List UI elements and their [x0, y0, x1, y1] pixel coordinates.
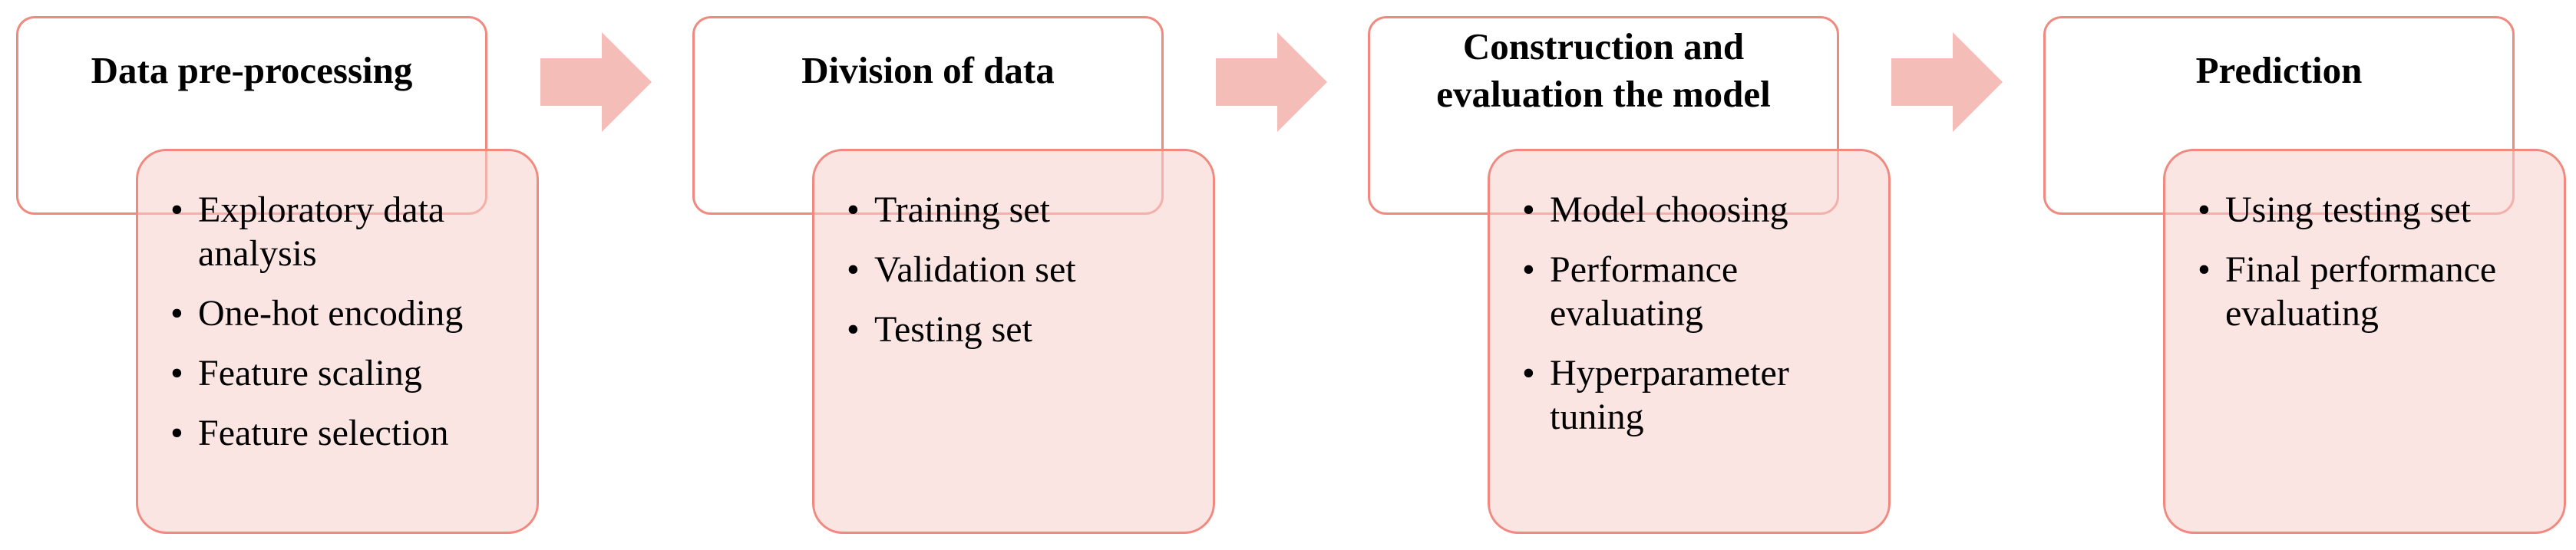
flow-arrow — [1891, 32, 2003, 132]
stage-detail-list: • Using testing set • Final performance eva… — [2196, 188, 2548, 351]
stage-detail-list: • Model choosing • Performance evaluating • H… — [1521, 188, 1873, 455]
stage-detail-box: • Using testing set • Final performance eva… — [2163, 149, 2566, 534]
list-item: • Final performance evaluating — [2196, 248, 2548, 335]
list-item-text: Training set — [874, 189, 1050, 230]
list-item: • Feature selection — [169, 411, 521, 455]
bullet-icon: • — [2198, 189, 2211, 230]
bullet-icon: • — [170, 189, 183, 230]
bullet-icon: • — [847, 249, 860, 290]
bullet-icon: • — [847, 189, 860, 230]
list-item-text: Testing set — [874, 309, 1032, 350]
list-item: • Testing set — [845, 308, 1197, 351]
list-item-text: Final performance evaluating — [2225, 249, 2497, 334]
bullet-icon: • — [170, 293, 183, 334]
list-item-text: Feature scaling — [198, 353, 422, 394]
list-item: • Performance evaluating — [1521, 248, 1873, 335]
list-item-text: Using testing set — [2225, 189, 2471, 230]
stage-title: Division of data — [801, 49, 1055, 91]
list-item: • Hyperparameter tuning — [1521, 351, 1873, 439]
bullet-icon: • — [1522, 353, 1535, 394]
list-item: • Using testing set — [2196, 188, 2548, 232]
bullet-icon: • — [170, 353, 183, 394]
stage-title: Data pre-processing — [91, 49, 413, 91]
list-item-text: Validation set — [874, 249, 1076, 290]
bullet-icon: • — [2198, 249, 2211, 290]
stage-detail-box: • Exploratory data analysis • One-hot encod… — [136, 149, 539, 534]
list-item-text: Hyperparameter tuning — [1550, 353, 1789, 437]
bullet-icon: • — [1522, 249, 1535, 290]
list-item: • Model choosing — [1521, 188, 1873, 232]
list-item-text: Exploratory data analysis — [198, 189, 445, 274]
list-item-text: Performance evaluating — [1550, 249, 1739, 334]
stage-division-of-data: Division of data • Training set • Validatio… — [692, 0, 1306, 550]
stage-detail-list: • Exploratory data analysis • One-hot encod… — [169, 188, 521, 471]
list-item-text: Feature selection — [198, 413, 449, 453]
stage-title: Construction and evaluation the model — [1436, 25, 1771, 115]
stage-detail-box: • Model choosing • Performance evaluating • H… — [1488, 149, 1891, 534]
list-item: • Training set — [845, 188, 1197, 232]
list-item: • Feature scaling — [169, 351, 521, 395]
list-item: • Validation set — [845, 248, 1197, 291]
bullet-icon: • — [847, 309, 860, 350]
list-item: • One-hot encoding — [169, 291, 521, 335]
stage-detail-list: • Training set • Validation set • Testing set — [845, 188, 1197, 367]
flow-arrow — [1216, 32, 1327, 132]
bullet-icon: • — [1522, 189, 1535, 230]
list-item: • Exploratory data analysis — [169, 188, 521, 275]
stage-data-preprocessing: Data pre-processing • Exploratory data an… — [16, 0, 630, 550]
flow-arrow — [540, 32, 652, 132]
stage-prediction: Prediction • Using testing set • Final perf… — [2043, 0, 2576, 550]
bullet-icon: • — [170, 413, 183, 453]
list-item-text: One-hot encoding — [198, 293, 464, 334]
stage-detail-box: • Training set • Validation set • Testing set — [812, 149, 1215, 534]
stage-title: Prediction — [2195, 49, 2363, 91]
stage-model-construction: Construction and evaluation the model • M… — [1368, 0, 1982, 550]
list-item-text: Model choosing — [1550, 189, 1788, 230]
